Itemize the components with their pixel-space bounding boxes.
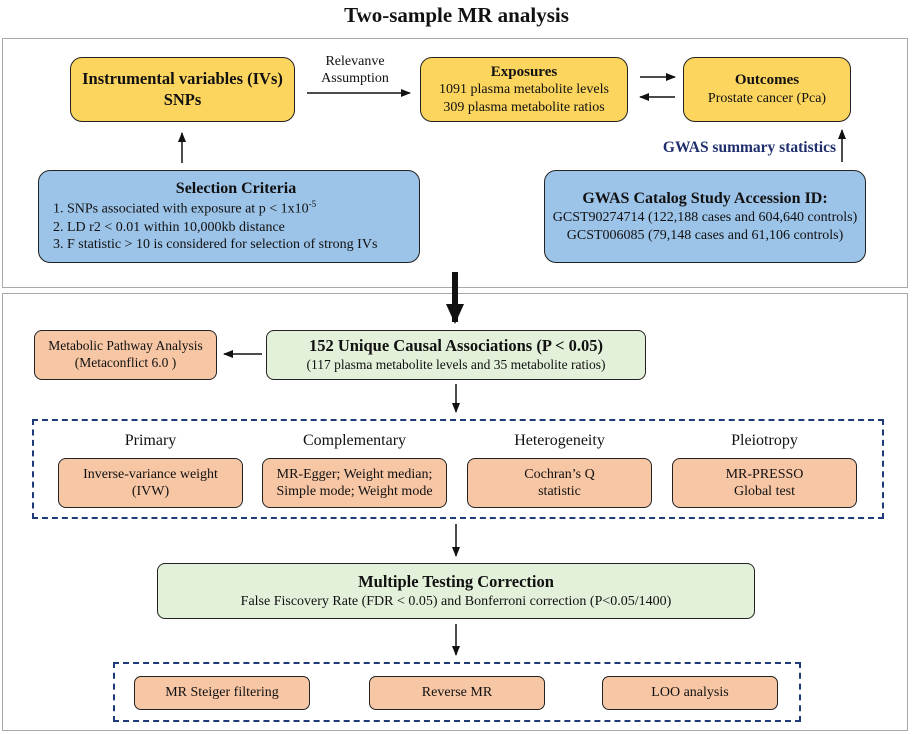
method-pleiotropy-line2: Global test bbox=[733, 484, 796, 499]
method-box-pleiotropy: MR-PRESSO Global test bbox=[672, 458, 857, 508]
gwas-catalog-line1: GCST90274714 (122,188 cases and 604,640 … bbox=[552, 210, 858, 225]
sensitivity-box-reverse: Reverse MR bbox=[369, 676, 545, 710]
sensitivity-dashed-frame bbox=[113, 662, 801, 722]
exposures-line2: 309 plasma metabolite ratios bbox=[443, 99, 605, 115]
ivs-box: Instrumental variables (IVs) SNPs bbox=[70, 57, 295, 122]
sensitivity-reverse-label: Reverse MR bbox=[421, 685, 493, 701]
pathway-box: Metabolic Pathway Analysis (Metaconflict… bbox=[34, 330, 217, 380]
correction-title: Multiple Testing Correction bbox=[358, 571, 554, 591]
correction-box: Multiple Testing Correction False Fiscov… bbox=[157, 563, 755, 619]
causal-title: 152 Unique Causal Associations (P < 0.05… bbox=[308, 336, 604, 356]
gwas-catalog-title: GWAS Catalog Study Accession ID: bbox=[582, 190, 828, 207]
selection-item-1: 1. SNPs associated with exposure at p < … bbox=[53, 199, 316, 218]
gwas-summary-label: GWAS summary statistics bbox=[662, 139, 836, 156]
sensitivity-steiger-label: MR Steiger filtering bbox=[165, 685, 279, 701]
page-title: Two-sample MR analysis bbox=[344, 2, 569, 27]
outcomes-box: Outcomes Prostate cancer (Pca) bbox=[683, 57, 851, 122]
selection-item-2: 2. LD r2 < 0.01 within 10,000kb distance bbox=[53, 219, 285, 235]
method-header-complementary: Complementary bbox=[302, 432, 407, 449]
sensitivity-box-steiger: MR Steiger filtering bbox=[134, 676, 310, 710]
causal-associations-box: 152 Unique Causal Associations (P < 0.05… bbox=[266, 330, 646, 380]
method-heterogeneity-line1: Cochran’s Q bbox=[524, 466, 595, 482]
exposures-line1: 1091 plasma metabolite levels bbox=[439, 82, 609, 98]
causal-line1: (117 plasma metabolite levels and 35 met… bbox=[306, 356, 606, 372]
method-complementary-line2: Simple mode; Weight mode bbox=[276, 484, 433, 499]
selection-item-1-text: 1. SNPs associated with exposure at p < … bbox=[53, 202, 309, 218]
pathway-line1: Metabolic Pathway Analysis bbox=[48, 338, 203, 354]
outcomes-line1: Prostate cancer (Pca) bbox=[707, 91, 827, 107]
method-box-heterogeneity: Cochran’s Q statistic bbox=[467, 458, 652, 508]
method-header-primary: Primary bbox=[124, 432, 177, 449]
outcomes-title: Outcomes bbox=[734, 72, 800, 89]
ivs-line1: Instrumental variables (IVs) bbox=[82, 68, 283, 88]
method-header-pleiotropy: Pleiotropy bbox=[731, 432, 798, 449]
method-pleiotropy-line1: MR-PRESSO bbox=[725, 466, 804, 482]
method-header-heterogeneity: Heterogeneity bbox=[514, 432, 605, 449]
selection-item-1-exponent: -5 bbox=[308, 199, 317, 210]
correction-line1: False Fiscovery Rate (FDR < 0.05) and Bo… bbox=[240, 593, 672, 609]
sensitivity-loo-label: LOO analysis bbox=[651, 685, 729, 701]
gwas-catalog-line2: GCST006085 (79,148 cases and 61,106 cont… bbox=[566, 227, 844, 243]
method-primary-line1: Inverse-variance weight bbox=[83, 466, 218, 482]
selection-criteria-box: Selection Criteria 1. SNPs associated wi… bbox=[38, 170, 420, 263]
selection-title: Selection Criteria bbox=[175, 180, 297, 198]
exposures-box: Exposures 1091 plasma metabolite levels … bbox=[420, 57, 628, 122]
gwas-catalog-box: GWAS Catalog Study Accession ID: GCST902… bbox=[544, 170, 866, 263]
pathway-line2: (Metaconflict 6.0 ) bbox=[74, 355, 177, 370]
ivs-line2: SNPs bbox=[163, 89, 202, 109]
method-primary-line2: (IVW) bbox=[131, 484, 170, 499]
relevance-label: Relevanve Assumption bbox=[300, 51, 410, 91]
methods-dashed-frame bbox=[32, 419, 884, 519]
sensitivity-box-loo: LOO analysis bbox=[602, 676, 778, 710]
relevance-line1: Relevanve bbox=[325, 54, 385, 70]
method-complementary-line1: MR-Egger; Weight median; bbox=[276, 466, 433, 482]
selection-item-3: 3. F statistic > 10 is considered for se… bbox=[53, 237, 378, 253]
method-box-primary: Inverse-variance weight (IVW) bbox=[58, 458, 243, 508]
method-box-complementary: MR-Egger; Weight median; Simple mode; We… bbox=[262, 458, 447, 508]
relevance-line2: Assumption bbox=[321, 71, 389, 86]
exposures-title: Exposures bbox=[490, 63, 558, 80]
method-heterogeneity-line2: statistic bbox=[538, 484, 581, 499]
